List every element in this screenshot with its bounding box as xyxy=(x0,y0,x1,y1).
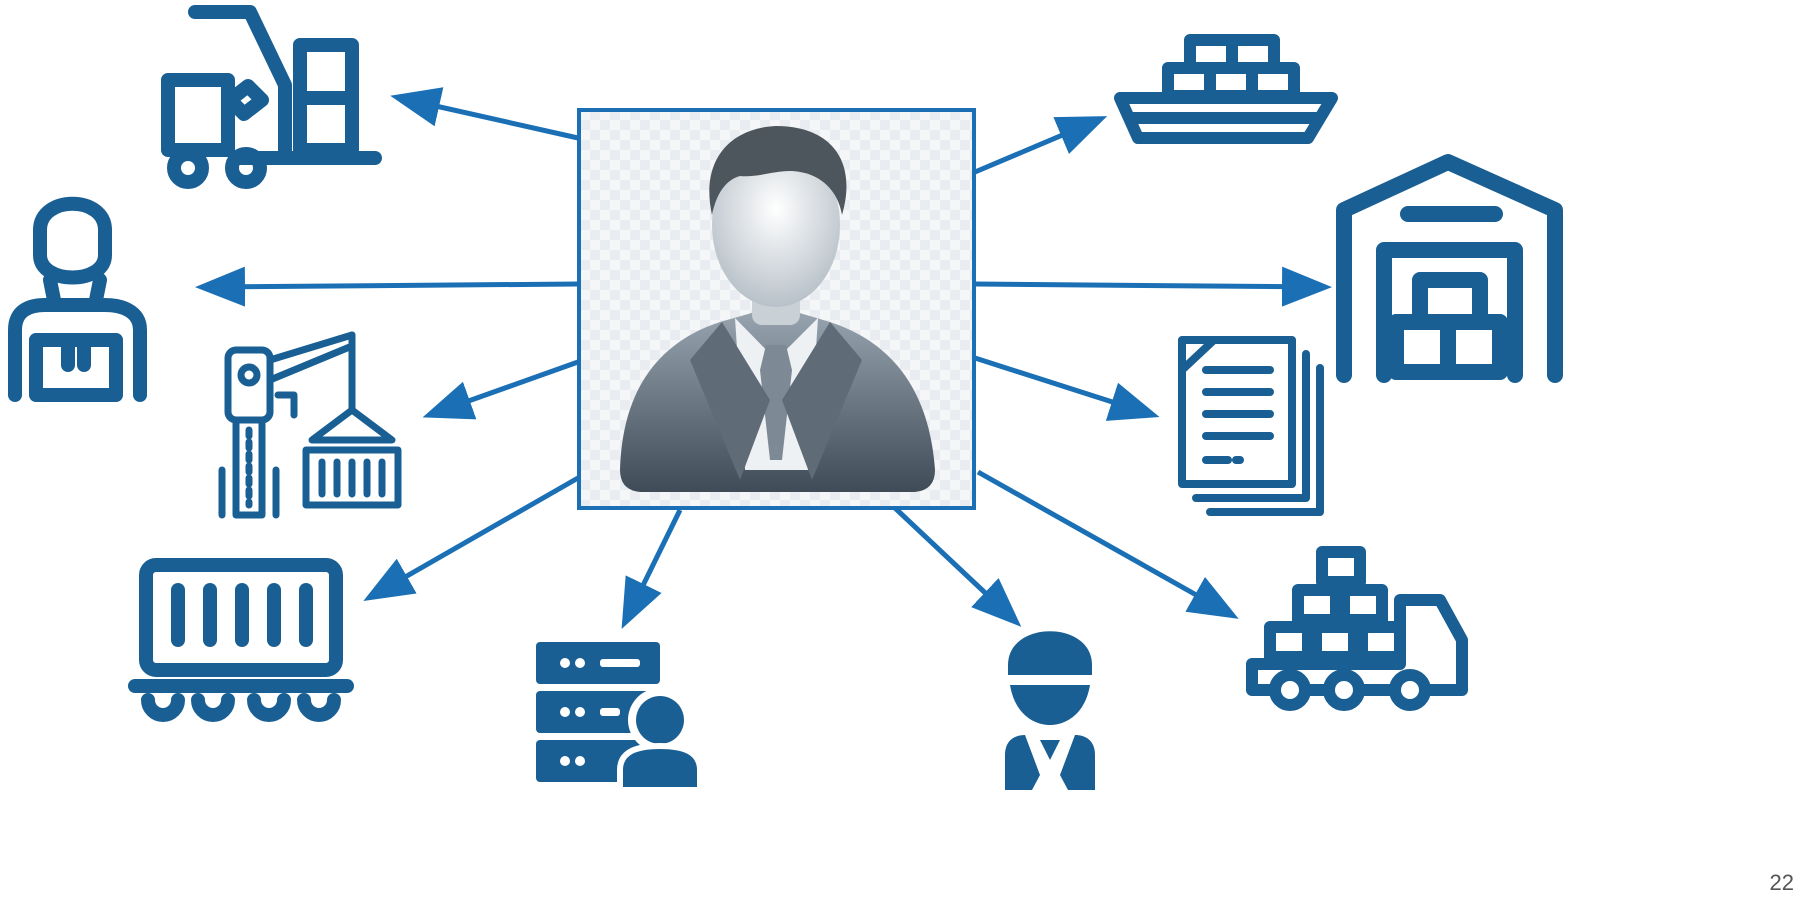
freight-railcar-icon xyxy=(128,558,354,722)
arrow-to-database-user xyxy=(621,508,683,629)
arrow-to-delivery-truck xyxy=(976,469,1239,619)
arrow-to-cargo-ship xyxy=(974,116,1108,175)
arrow-to-port-crane xyxy=(422,359,579,420)
documents-icon xyxy=(1178,336,1324,516)
warehouse-icon xyxy=(1336,154,1563,383)
arrow-to-warehouse xyxy=(974,266,1332,307)
port-crane-icon xyxy=(218,331,402,519)
arrow-to-forklift xyxy=(390,87,579,141)
icons xyxy=(8,5,1563,793)
person-hair xyxy=(709,126,847,215)
database-user-icon xyxy=(536,642,703,793)
driver-icon xyxy=(1005,631,1095,790)
delivery-worker-icon xyxy=(8,196,147,402)
arrows xyxy=(195,87,1332,629)
person-face xyxy=(712,143,840,307)
arrow-to-driver xyxy=(893,506,1022,627)
slide-page-number: 22 xyxy=(1769,870,1794,895)
person-lapel-left xyxy=(690,322,770,480)
person-lapel-right xyxy=(782,322,862,480)
center-person xyxy=(577,108,976,510)
forklift-icon xyxy=(161,5,382,189)
arrow-to-delivery-worker xyxy=(195,266,579,307)
delivery-truck-icon xyxy=(1246,546,1468,711)
person-tie xyxy=(760,345,792,460)
arrow-to-freight-railcar xyxy=(363,475,580,601)
arrow-to-documents xyxy=(974,355,1160,421)
cargo-ship-icon xyxy=(1114,34,1338,144)
